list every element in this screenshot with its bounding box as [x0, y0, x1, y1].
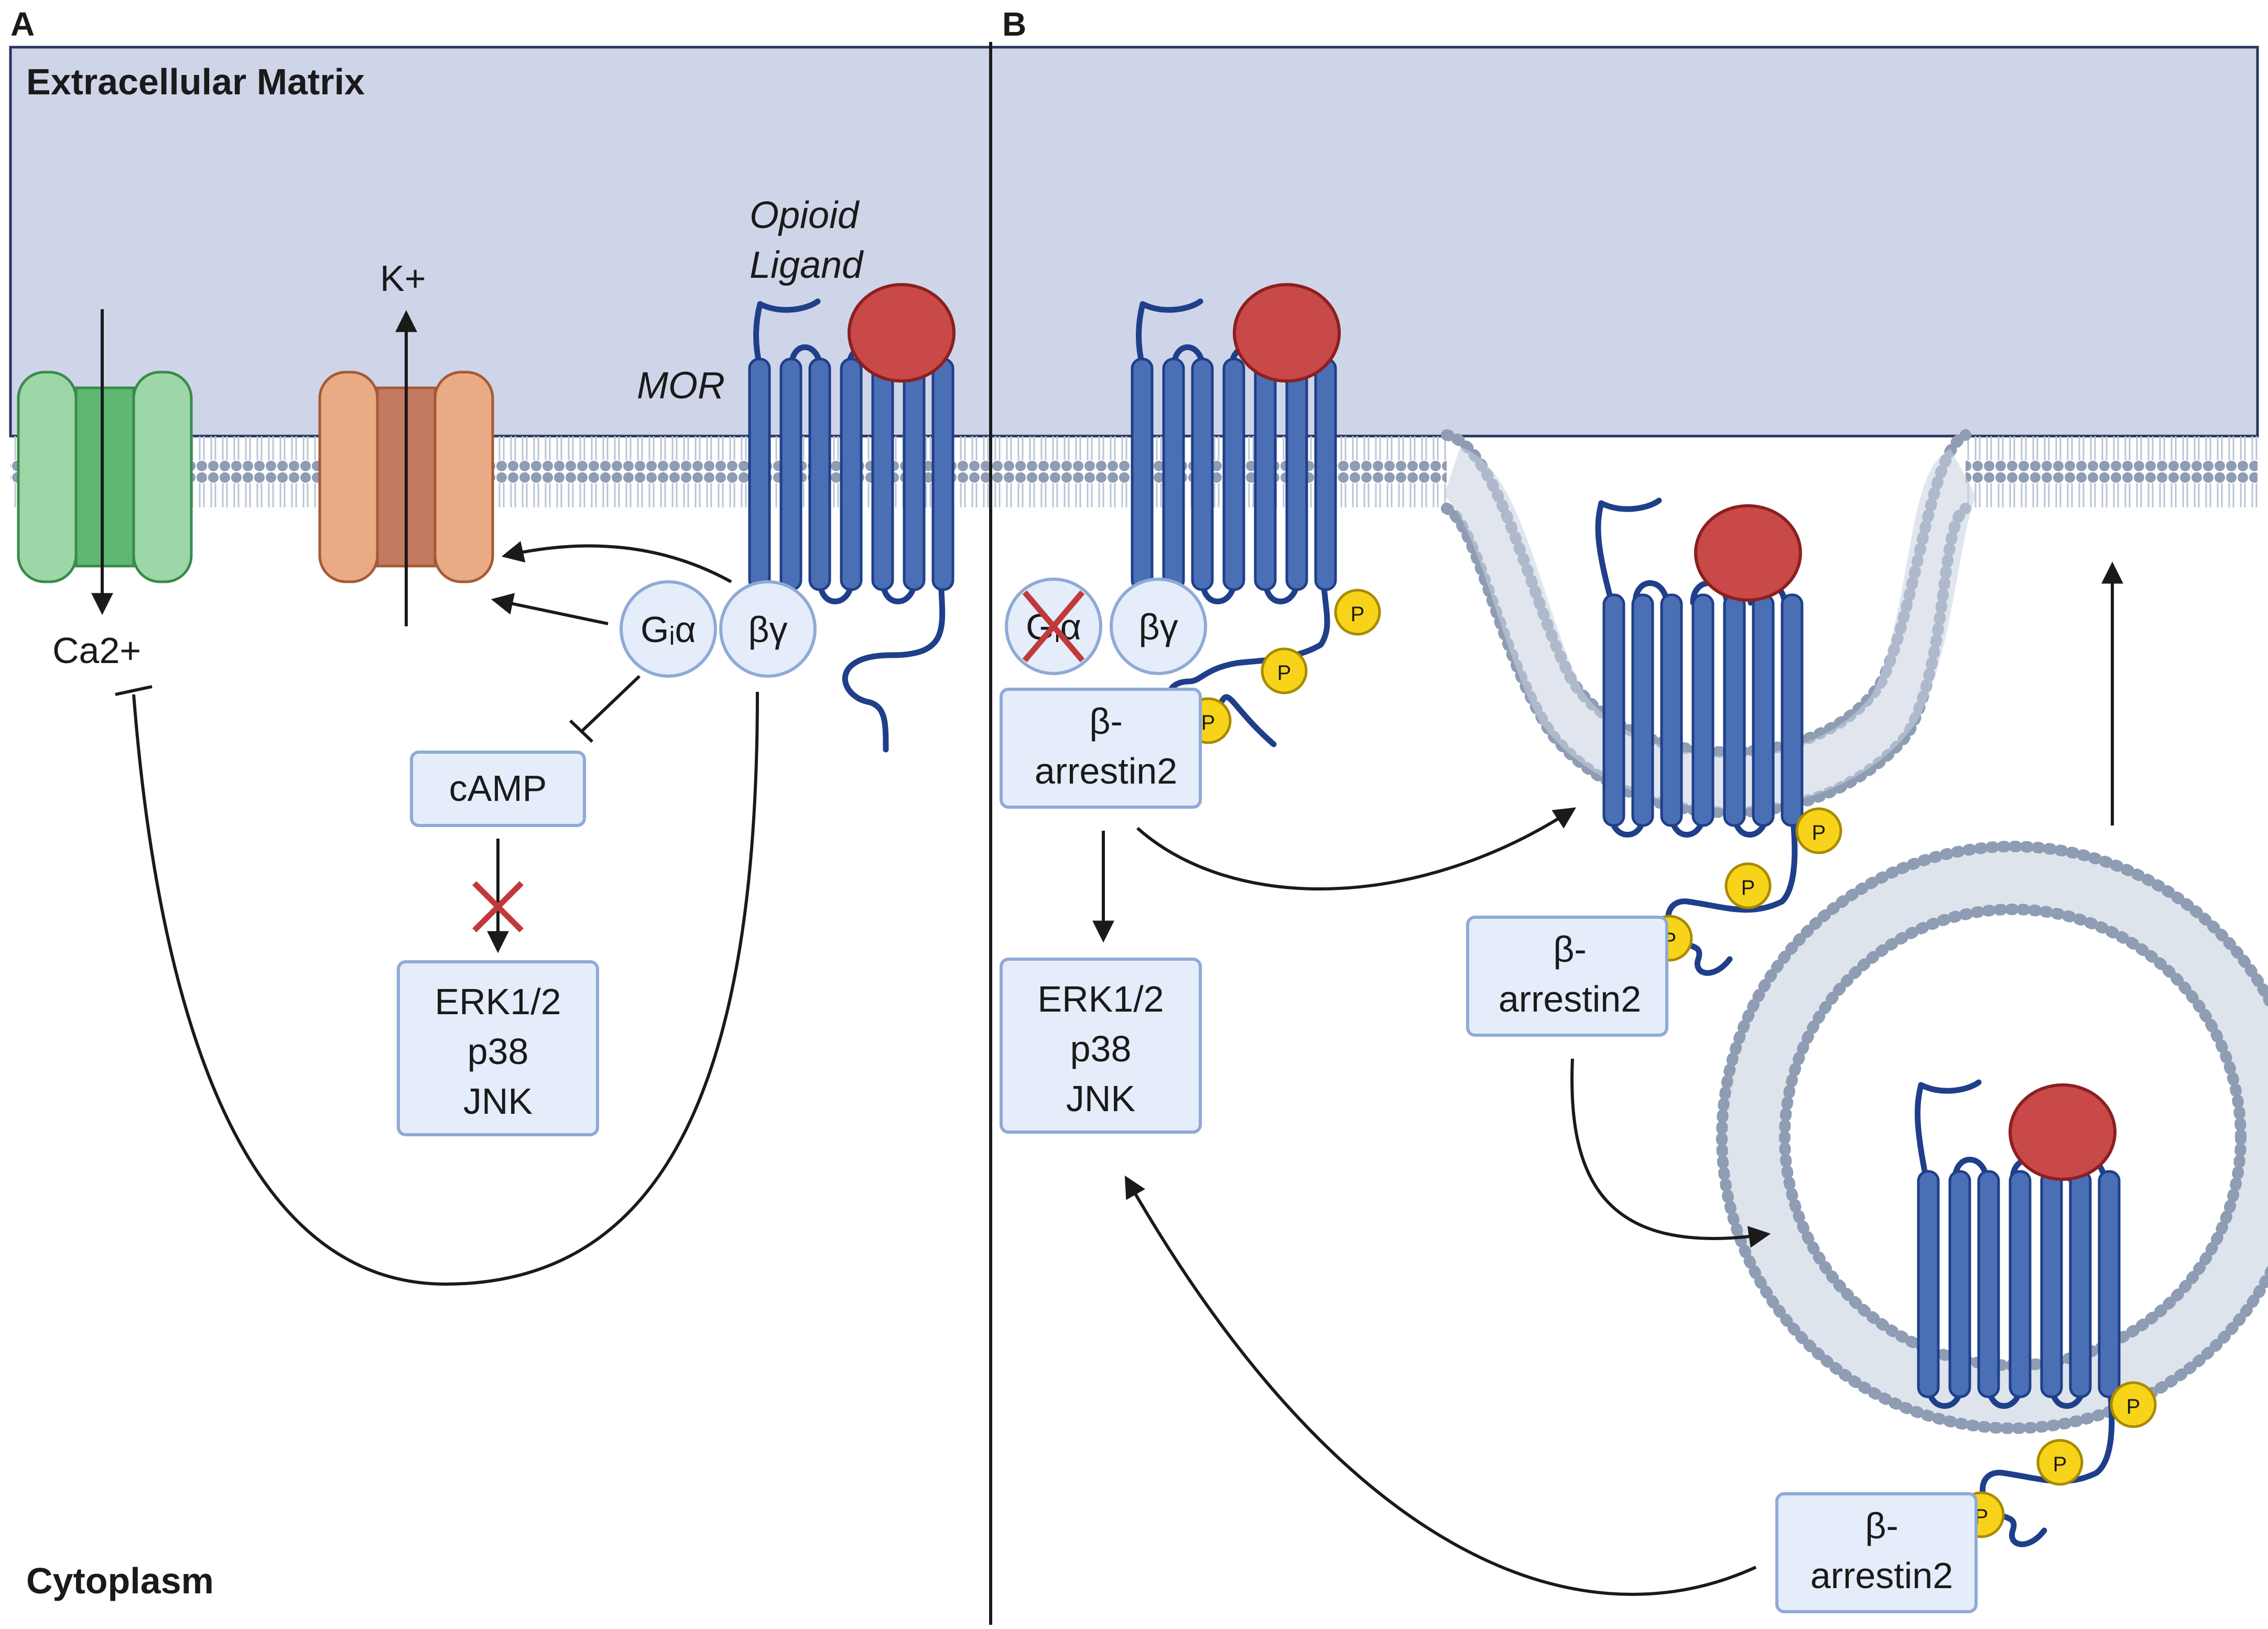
- arrestin-box-2: β- arrestin2: [1466, 916, 1668, 1037]
- calcium-inhibit-bar: [115, 685, 153, 696]
- phosphate-b1-2: P: [1261, 647, 1308, 694]
- svg-text:β-: β-: [1089, 701, 1123, 742]
- beta-gamma-subunit-b: βγ: [1110, 578, 1207, 675]
- arrestin-box-1: β- arrestin2: [1000, 688, 1202, 809]
- camp-box: cAMP: [410, 751, 586, 827]
- mor-receptor-b2: [1595, 497, 1804, 976]
- gi-alpha-subunit-a: Gᵢα: [620, 580, 717, 678]
- mor-receptor-b1: [1131, 298, 1337, 747]
- phosphate-b2-1: P: [1795, 807, 1842, 854]
- kinase-erk-b: ERK1/2: [1037, 979, 1164, 1019]
- kinase-erk-a: ERK1/2: [435, 981, 561, 1022]
- inhibition-x-a: [472, 881, 524, 932]
- svg-text:P: P: [1201, 711, 1216, 734]
- mor-receptor-a: [748, 298, 954, 753]
- svg-text:P: P: [2126, 1395, 2141, 1418]
- kinase-jnk-a: JNK: [463, 1081, 533, 1122]
- gi-inhibit-bar: [569, 719, 594, 743]
- panel-label-a: A: [10, 5, 35, 43]
- internalization-arrow-1: [1136, 807, 1577, 890]
- svg-text:β-: β-: [1865, 1505, 1898, 1546]
- membrane-bilayer-b-right: [1966, 432, 2258, 511]
- opioid-ligand-label-1: Opioid: [750, 194, 860, 236]
- svg-text:βγ: βγ: [748, 609, 787, 650]
- svg-text:P: P: [1277, 661, 1292, 685]
- kinase-p38-b: p38: [1070, 1028, 1132, 1069]
- kinases-box-a: ERK1/2 p38 JNK: [397, 960, 599, 1136]
- svg-text:arrestin2: arrestin2: [1035, 751, 1177, 791]
- opioid-ligand-b2: [1694, 504, 1802, 602]
- endosomal-signaling-arrow: [1124, 1175, 1757, 1596]
- svg-text:P: P: [1351, 603, 1365, 626]
- beta-gamma-inhibits-calcium: [132, 691, 759, 1286]
- opioid-ligand-b1: [1233, 283, 1341, 383]
- calcium-label: Ca2+: [52, 630, 141, 671]
- kinase-jnk-b: JNK: [1066, 1078, 1135, 1119]
- svg-text:β-: β-: [1553, 929, 1587, 970]
- gi-to-k-arrow-2: [491, 593, 609, 625]
- potassium-label: K+: [380, 258, 426, 299]
- svg-text:P: P: [1812, 821, 1826, 844]
- opioid-ligand-b3: [2009, 1083, 2117, 1181]
- opioid-ligand-label-2: Ligand: [750, 244, 864, 286]
- svg-text:P: P: [2053, 1453, 2067, 1476]
- phosphate-b1-1: P: [1334, 589, 1381, 636]
- svg-text:arrestin2: arrestin2: [1810, 1555, 1953, 1596]
- gi-alpha-subunit-b: Gᵢα: [1005, 578, 1102, 675]
- mor-label: MOR: [637, 365, 725, 407]
- svg-text:P: P: [1741, 876, 1755, 899]
- kinases-box-b: ERK1/2 p38 JNK: [1000, 958, 1202, 1134]
- svg-text:cAMP: cAMP: [449, 768, 547, 809]
- internalization-arrow-2: [1570, 1058, 1771, 1248]
- gi-inhibits-camp: [580, 675, 641, 733]
- beta-gamma-to-k-arrow-1: [501, 541, 732, 583]
- extracellular-label: Extracellular Matrix: [26, 61, 365, 102]
- cytoplasm-label: Cytoplasm: [26, 1560, 214, 1601]
- opioid-ligand-a: [848, 283, 956, 383]
- invaginated-membrane: [1441, 429, 1980, 818]
- svg-text:βγ: βγ: [1138, 606, 1178, 647]
- kinase-p38-a: p38: [468, 1031, 529, 1072]
- phosphate-b3-2: P: [2036, 1439, 2083, 1486]
- svg-text:Gᵢα: Gᵢα: [641, 609, 696, 650]
- mor-receptor-b3: [1914, 1079, 2121, 1547]
- phosphate-b3-1: P: [2110, 1381, 2157, 1428]
- panel-label-b: B: [1002, 5, 1026, 43]
- beta-gamma-subunit-a: βγ: [719, 580, 817, 678]
- membrane-bilayer-b-left: [991, 432, 1447, 511]
- arrestin-box-3: β- arrestin2: [1775, 1492, 1978, 1613]
- svg-text:arrestin2: arrestin2: [1499, 979, 1641, 1019]
- calcium-channel: [17, 371, 193, 583]
- phosphate-b2-2: P: [1724, 862, 1772, 909]
